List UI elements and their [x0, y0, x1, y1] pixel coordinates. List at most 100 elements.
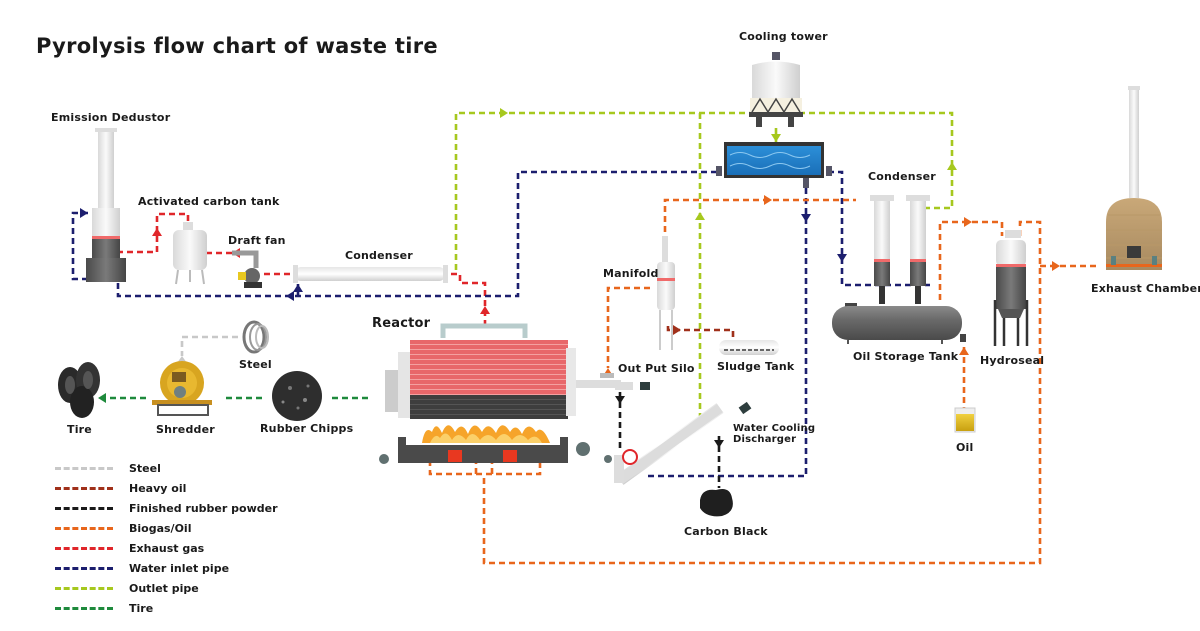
- pipe-exhaust-reactor: [448, 272, 487, 326]
- arrow-heavy-oil: [673, 325, 681, 335]
- arrow-powder-1: [615, 396, 625, 404]
- sludge-tank-icon: [719, 340, 779, 355]
- label-activated-carbon-tank: Activated carbon tank: [138, 195, 280, 208]
- label-water-cooling-discharger: Water Cooling Discharger: [733, 423, 815, 445]
- arrow-biogas-5: [959, 347, 969, 355]
- pipe-biogas-3: [938, 220, 1004, 300]
- label-water-cooling-line1: Water Cooling: [733, 423, 816, 434]
- legend-label: Biogas/Oil: [129, 521, 192, 535]
- legend-swatch-tire: [55, 606, 113, 610]
- label-oil: Oil: [956, 441, 974, 454]
- label-sludge-tank: Sludge Tank: [717, 360, 795, 373]
- legend-swatch-heavy-oil: [55, 486, 113, 490]
- pipe-biogas-1: [663, 198, 856, 282]
- hydroseal-icon: [993, 230, 1029, 346]
- arrow-water-1: [80, 208, 88, 218]
- pipe-heavy-oil: [666, 326, 735, 338]
- steel-coil-icon: [242, 320, 269, 354]
- legend-item: Finished rubber powder: [55, 498, 278, 518]
- arrow-exhaust-3: [152, 228, 162, 236]
- arrow-biogas-1: [764, 195, 772, 205]
- arrow-outlet-3: [695, 212, 705, 220]
- shredder-icon: [152, 361, 212, 416]
- oil-beaker-icon: [954, 407, 976, 433]
- label-hydroseal: Hydroseal: [980, 354, 1045, 367]
- arrow-outlet-1: [500, 108, 508, 118]
- legend-swatch-steel: [55, 466, 113, 470]
- label-out-put-silo: Out Put Silo: [618, 362, 695, 375]
- label-vertical-condenser: Condenser: [868, 170, 936, 183]
- legend-label: Outlet pipe: [129, 581, 199, 595]
- horizontal-condenser-icon: [293, 265, 448, 283]
- pipe-water-3: [71, 211, 88, 281]
- pipe-steel: [180, 335, 238, 356]
- vertical-condensers-icon: [870, 195, 930, 304]
- arrow-biogas-4: [1052, 261, 1060, 271]
- water-cooling-discharger-icon: [604, 401, 752, 485]
- label-draft-fan: Draft fan: [228, 234, 286, 247]
- legend-item: Outlet pipe: [55, 578, 278, 598]
- legend-swatch-rubber-powder: [55, 506, 113, 510]
- label-oil-storage-tank: Oil Storage Tank: [853, 350, 959, 363]
- legend: Steel Heavy oil Finished rubber powder B…: [55, 458, 278, 618]
- legend-item: Heavy oil: [55, 478, 278, 498]
- pipe-water-1: [116, 170, 717, 298]
- activated-carbon-tank-icon: [173, 222, 207, 285]
- legend-item: Exhaust gas: [55, 538, 278, 558]
- cooling-tower-icon: [749, 52, 803, 127]
- pipe-outlet-1: [454, 111, 954, 270]
- draft-fan-icon: [232, 250, 262, 288]
- arrow-outlet-2: [947, 162, 957, 170]
- carbon-black-icon: [700, 489, 733, 517]
- label-carbon-black: Carbon Black: [684, 525, 768, 538]
- exhaust-chamber-icon: [1106, 86, 1162, 270]
- legend-label: Tire: [129, 601, 154, 615]
- page-title: Pyrolysis flow chart of waste tire: [36, 34, 438, 58]
- label-cooling-tower: Cooling tower: [739, 30, 828, 43]
- legend-label: Steel: [129, 461, 161, 475]
- legend-label: Heavy oil: [129, 481, 187, 495]
- label-tire: Tire: [67, 423, 92, 436]
- label-manifold: Manifold: [603, 267, 659, 280]
- legend-label: Finished rubber powder: [129, 501, 278, 515]
- legend-swatch-exhaust-gas: [55, 546, 113, 550]
- legend-item: Tire: [55, 598, 278, 618]
- manifold-icon: [657, 236, 675, 350]
- pipe-water-5: [646, 188, 808, 478]
- label-rubber-chipps: Rubber Chipps: [260, 422, 354, 435]
- rubber-chipps-icon: [272, 371, 322, 421]
- legend-swatch-outlet-pipe: [55, 586, 113, 590]
- legend-swatch-water-inlet: [55, 566, 113, 570]
- label-water-cooling-line2: Discharger: [733, 434, 797, 445]
- tires-icon: [58, 362, 100, 418]
- legend-item: Biogas/Oil: [55, 518, 278, 538]
- arrow-water-4: [801, 214, 811, 222]
- reactor-icon: [379, 323, 621, 464]
- arrow-water-2: [293, 284, 303, 292]
- arrow-water-5: [837, 254, 847, 262]
- label-steel: Steel: [239, 358, 272, 371]
- arrow-exhaust-1: [480, 306, 490, 314]
- legend-item: Steel: [55, 458, 278, 478]
- legend-swatch-biogas-oil: [55, 526, 113, 530]
- arrow-powder-2: [714, 440, 724, 448]
- legend-label: Water inlet pipe: [129, 561, 230, 575]
- arrow-biogas-3: [964, 217, 972, 227]
- arrow-tire: [98, 393, 106, 403]
- pipe-exhaust-dedustor: [117, 212, 190, 254]
- legend-item: Water inlet pipe: [55, 558, 278, 578]
- arrow-water-3: [286, 291, 294, 301]
- legend-label: Exhaust gas: [129, 541, 205, 555]
- water-pool-icon: [716, 142, 832, 188]
- oil-storage-tank-icon: [832, 303, 966, 344]
- arrow-outlet-4: [771, 134, 781, 142]
- pipe-biogas-2: [606, 286, 650, 368]
- out-put-silo-icon: [600, 373, 650, 390]
- label-emission-dedustor: Emission Dedustor: [51, 111, 171, 124]
- label-shredder: Shredder: [156, 423, 215, 436]
- label-reactor: Reactor: [372, 316, 431, 331]
- emission-dedustor-icon: [86, 128, 126, 282]
- label-exhaust-chamber: Exhaust Chamber: [1091, 282, 1200, 295]
- label-horizontal-condenser: Condenser: [345, 249, 413, 262]
